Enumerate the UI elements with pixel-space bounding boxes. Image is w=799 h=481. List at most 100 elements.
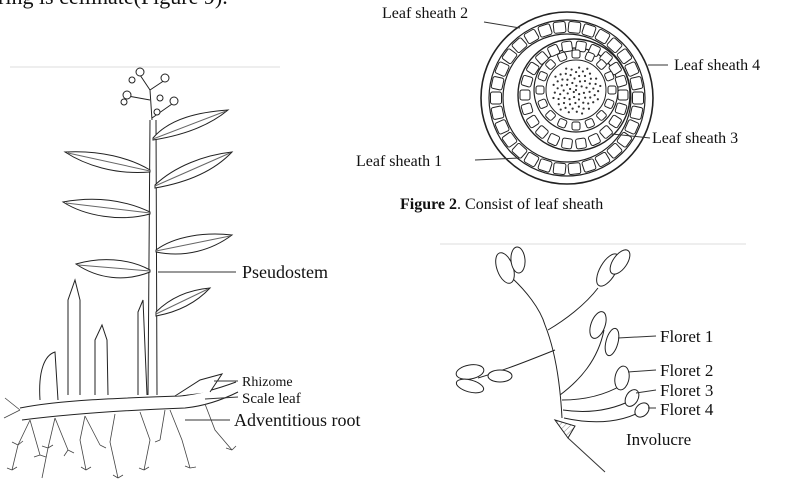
core-dot: [582, 102, 584, 104]
sheath-cell: [491, 92, 502, 104]
core-dot: [576, 111, 578, 113]
label-leaf-sheath-2: Leaf sheath 2: [382, 5, 468, 22]
core-dot: [588, 108, 590, 110]
label-floret-3: Floret 3: [660, 381, 713, 400]
core-dot: [594, 83, 596, 85]
core-dot: [573, 77, 575, 79]
core-dot: [599, 85, 601, 87]
sheath-cell: [502, 132, 518, 148]
sheath-cell: [536, 86, 544, 94]
core-dot: [579, 80, 581, 82]
core-dot: [565, 67, 567, 69]
sheath-cell: [606, 143, 622, 159]
sheath-cell: [630, 76, 643, 90]
core-dot: [574, 102, 576, 104]
core-dot: [566, 84, 568, 86]
core-dot: [595, 77, 597, 79]
sheath-cell: [608, 86, 616, 94]
core-dot: [575, 89, 577, 91]
floret-1: [603, 327, 622, 357]
core-dot: [565, 73, 567, 75]
core-dot: [567, 92, 569, 94]
inflorescence-drawing: [440, 244, 746, 472]
core-dot: [592, 101, 594, 103]
sheath-cell: [568, 21, 581, 33]
label-leaf-sheath-4: Leaf sheath 4: [674, 57, 760, 74]
sheath-cell: [502, 48, 518, 64]
core-dot: [563, 89, 565, 91]
core-dot: [568, 98, 570, 100]
sheath-cell: [582, 23, 597, 37]
spikelet: [488, 370, 512, 382]
sheath-cell: [491, 106, 504, 120]
core-dot: [594, 94, 596, 96]
sheath-cell: [491, 76, 504, 90]
core-dot: [554, 76, 556, 78]
sheath-cell: [615, 103, 627, 115]
sheath-cell: [561, 41, 572, 52]
label-pseudostem: Pseudostem: [242, 262, 328, 282]
leaf: [156, 234, 232, 254]
core-dot: [571, 68, 573, 70]
sheath-cell: [521, 103, 533, 115]
caption-text: . Consist of leaf sheath: [457, 196, 603, 213]
core-dot: [563, 102, 565, 104]
sheath-cell: [553, 163, 566, 175]
core-dot: [597, 98, 599, 100]
sheath-cell: [538, 99, 548, 109]
sheath-cell: [547, 133, 560, 146]
sheath-cell: [511, 37, 527, 53]
core-dot: [569, 88, 571, 90]
label-leaf-sheath-3: Leaf sheath 3: [652, 130, 738, 147]
sheath-cell: [604, 99, 614, 109]
core-dot: [566, 79, 568, 81]
caption-figure-number: Figure 2: [400, 196, 457, 213]
spikelet: [587, 309, 610, 340]
sheath-cell: [538, 23, 553, 37]
label-scale-leaf: Scale leaf: [242, 391, 301, 407]
label-rhizome: Rhizome: [242, 375, 293, 390]
core-dot: [584, 75, 586, 77]
core-dot: [561, 84, 563, 86]
label-adventitious-root: Adventitious root: [234, 410, 361, 430]
core-dot: [559, 73, 561, 75]
label-involucre: Involucre: [626, 430, 691, 449]
core-dot: [554, 92, 556, 94]
sheath-cell: [520, 90, 530, 100]
core-dot: [597, 90, 599, 92]
core-dot: [584, 97, 586, 99]
core-dot: [588, 91, 590, 93]
sheath-cell: [572, 50, 580, 58]
sheath-cell: [633, 92, 644, 104]
core-dot: [578, 75, 580, 77]
core-dot: [557, 80, 559, 82]
sheath-cell: [588, 133, 601, 146]
core-dot: [571, 82, 573, 84]
sheath-cell: [572, 122, 580, 130]
core-dot: [582, 70, 584, 72]
sheath-cell: [511, 143, 527, 159]
spikelet: [455, 363, 485, 382]
core-dot: [581, 112, 583, 114]
core-dot: [582, 107, 584, 109]
core-dot: [589, 96, 591, 98]
core-dot: [573, 91, 575, 93]
sheath-cell: [521, 75, 533, 87]
core-dot: [568, 111, 570, 113]
core-dot: [585, 87, 587, 89]
core-dot: [553, 84, 555, 86]
sheath-cell: [561, 138, 572, 149]
core-dot: [559, 93, 561, 95]
spikelet: [455, 377, 485, 396]
core-dot: [575, 71, 577, 73]
sheath-cell: [557, 118, 567, 128]
core-dot: [558, 103, 560, 105]
sheath-diagram: [475, 12, 668, 184]
label-floret-4: Floret 4: [660, 400, 714, 419]
core-dot: [557, 87, 559, 89]
core-dot: [569, 103, 571, 105]
core-dot: [586, 68, 588, 70]
core-dot: [587, 102, 589, 104]
core-dot: [578, 67, 580, 69]
